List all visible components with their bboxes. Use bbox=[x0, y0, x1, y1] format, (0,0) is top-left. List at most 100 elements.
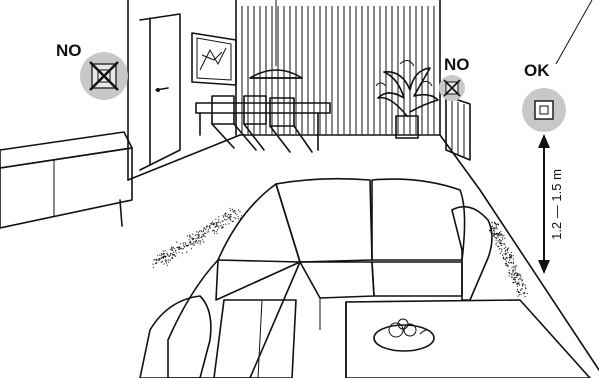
rug-dot bbox=[523, 293, 524, 294]
rug-dot bbox=[216, 223, 217, 224]
rug-dot bbox=[504, 259, 505, 260]
rug-dot bbox=[222, 220, 223, 221]
rug-dot bbox=[171, 247, 172, 248]
pendant-lamp bbox=[250, 0, 302, 78]
rug-dot bbox=[232, 209, 233, 210]
marker-no-left bbox=[80, 52, 128, 100]
rug-dot bbox=[189, 235, 190, 236]
rug-dot bbox=[190, 236, 191, 237]
rug-dot bbox=[513, 271, 514, 272]
rug-dot bbox=[218, 219, 219, 220]
rug-dot bbox=[516, 275, 517, 276]
rug-dot bbox=[156, 260, 157, 261]
rug-dot bbox=[187, 245, 188, 246]
rug-dot bbox=[227, 216, 228, 217]
rug-dot bbox=[504, 244, 505, 245]
rug-dot bbox=[500, 235, 501, 236]
rug-dot bbox=[518, 275, 519, 276]
rug-dot bbox=[493, 229, 494, 230]
rug-dot bbox=[496, 224, 497, 225]
rug-dot bbox=[230, 219, 231, 220]
rug-dot bbox=[189, 239, 190, 240]
rug-dot bbox=[230, 216, 231, 217]
rug-dot bbox=[166, 253, 167, 254]
rug-dot bbox=[223, 216, 224, 217]
rug-dot bbox=[517, 273, 518, 274]
rug-dot bbox=[202, 239, 203, 240]
rug-dot bbox=[207, 231, 208, 232]
rug-dot bbox=[161, 255, 162, 256]
rug-dot bbox=[511, 256, 512, 257]
rug-dot bbox=[495, 228, 496, 229]
rug-dot bbox=[196, 240, 197, 241]
rug-dot bbox=[191, 243, 192, 244]
rug-dot bbox=[223, 224, 224, 225]
rug-dot bbox=[167, 265, 168, 266]
rug-dot bbox=[504, 238, 505, 239]
rug-dot bbox=[185, 242, 186, 243]
rug-dot bbox=[513, 262, 514, 263]
rug-dot bbox=[190, 244, 191, 245]
rug-dot bbox=[203, 234, 204, 235]
rug-dot bbox=[504, 248, 505, 249]
no-label-left: NO bbox=[56, 42, 82, 59]
rug-dot bbox=[183, 248, 184, 249]
rug-dot bbox=[517, 286, 518, 287]
rug-dot bbox=[208, 229, 209, 230]
rug-dot bbox=[508, 265, 509, 266]
rug-dot bbox=[525, 285, 526, 286]
rug-dot bbox=[501, 249, 502, 250]
wall-picture bbox=[192, 33, 236, 85]
rug-dot bbox=[217, 229, 218, 230]
rug-dot bbox=[511, 276, 512, 277]
rug-dot bbox=[170, 253, 171, 254]
rug-dot bbox=[492, 226, 493, 227]
rug-dot bbox=[185, 243, 186, 244]
rug-dot bbox=[162, 257, 163, 258]
rug-dot bbox=[519, 278, 520, 279]
rug-dot bbox=[502, 238, 503, 239]
rug-dot bbox=[513, 279, 514, 280]
rug-dot bbox=[176, 252, 177, 253]
rug-dot bbox=[217, 225, 218, 226]
rug-dot bbox=[199, 231, 200, 232]
rug-dot bbox=[497, 228, 498, 229]
rug-dot bbox=[232, 211, 233, 212]
rug-dot bbox=[191, 248, 192, 249]
rug-dot bbox=[496, 243, 497, 244]
rug-dot bbox=[195, 235, 196, 236]
rug-dot bbox=[198, 235, 199, 236]
rug-dot bbox=[233, 210, 234, 211]
rug-dot bbox=[511, 255, 512, 256]
rug-dot bbox=[190, 242, 191, 243]
rug-dot bbox=[215, 226, 216, 227]
rug-dot bbox=[192, 234, 193, 235]
rug-dot bbox=[180, 243, 181, 244]
rug-dot bbox=[203, 231, 204, 232]
rug-dot bbox=[496, 244, 497, 245]
rug-dot bbox=[511, 252, 512, 253]
rug-dot bbox=[218, 227, 219, 228]
rug-dot bbox=[218, 216, 219, 217]
rug-dot bbox=[511, 274, 512, 275]
rug-dot bbox=[508, 262, 509, 263]
rug-dot bbox=[494, 222, 495, 223]
rug-dot bbox=[517, 289, 518, 290]
rug-dot bbox=[520, 290, 521, 291]
rug-dot bbox=[153, 259, 154, 260]
rug-dot bbox=[203, 235, 204, 236]
rug-dot bbox=[172, 257, 173, 258]
rug-dot bbox=[168, 259, 169, 260]
rug-dot bbox=[224, 219, 225, 220]
rug-dot bbox=[230, 214, 231, 215]
rug-dot bbox=[512, 282, 513, 283]
rug-dot bbox=[515, 268, 516, 269]
rug-dot bbox=[239, 211, 240, 212]
rug-dot bbox=[158, 260, 159, 261]
rug-dot bbox=[218, 226, 219, 227]
rug-dot bbox=[500, 253, 501, 254]
rug-dot bbox=[510, 256, 511, 257]
rug-dot bbox=[174, 248, 175, 249]
rug-dot bbox=[503, 235, 504, 236]
